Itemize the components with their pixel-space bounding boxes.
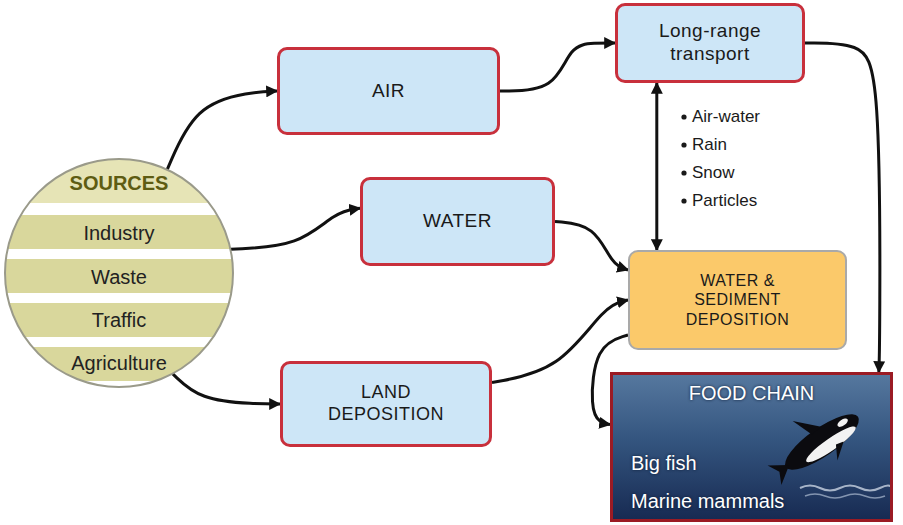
flow-arrow	[555, 222, 628, 271]
flow-arrow	[167, 91, 277, 170]
box-label: LAND DEPOSITION	[321, 382, 451, 425]
food-chain-picture	[612, 374, 892, 520]
food-chain-box: FOOD CHAIN Big fishMarine mammals	[610, 372, 893, 522]
box-heading: FOOD CHAIN	[613, 381, 890, 405]
box-body: AIR	[372, 80, 405, 103]
box-body: LAND DEPOSITION	[321, 382, 451, 425]
box-body: WATER	[423, 210, 492, 233]
circle-heading: SOURCES	[3, 171, 235, 195]
source-item: Agriculture	[3, 351, 235, 375]
box-label: WATER & SEDIMENT DEPOSITION	[678, 271, 798, 329]
transfer-item: Snow	[692, 162, 735, 184]
flow-arrow	[655, 83, 658, 250]
flow-arrow	[500, 43, 615, 91]
transfer-item: Air-water	[692, 106, 760, 128]
box-label: Long-range transport	[645, 20, 775, 66]
flow-arrow	[173, 374, 280, 404]
process-box: AIR	[277, 47, 500, 135]
transfer-item: Rain	[692, 134, 727, 156]
source-item: Industry	[3, 221, 235, 245]
flow-arrow	[492, 300, 628, 383]
box-label: WATER	[423, 210, 492, 233]
box-body: Long-range transport	[645, 20, 775, 66]
source-item: Waste	[3, 265, 235, 289]
source-circle: SOURCES IndustryWasteTrafficAgriculture	[3, 157, 235, 389]
source-item: Traffic	[3, 308, 235, 332]
flow-arrow	[231, 208, 360, 249]
box-label: AIR	[372, 80, 405, 103]
picture-caption: Big fish	[613, 451, 890, 475]
process-box: WATER	[360, 177, 555, 266]
orca-figure	[755, 389, 872, 495]
deposition-box: WATER & SEDIMENT DEPOSITION	[628, 250, 847, 350]
bullet-dots	[681, 114, 686, 203]
process-box: Long-range transport	[615, 3, 805, 83]
picture-caption: Marine mammals	[613, 489, 890, 513]
process-box: LAND DEPOSITION	[280, 361, 492, 447]
box-body: WATER & SEDIMENT DEPOSITION	[678, 271, 798, 329]
transfer-item: Particles	[692, 190, 757, 212]
